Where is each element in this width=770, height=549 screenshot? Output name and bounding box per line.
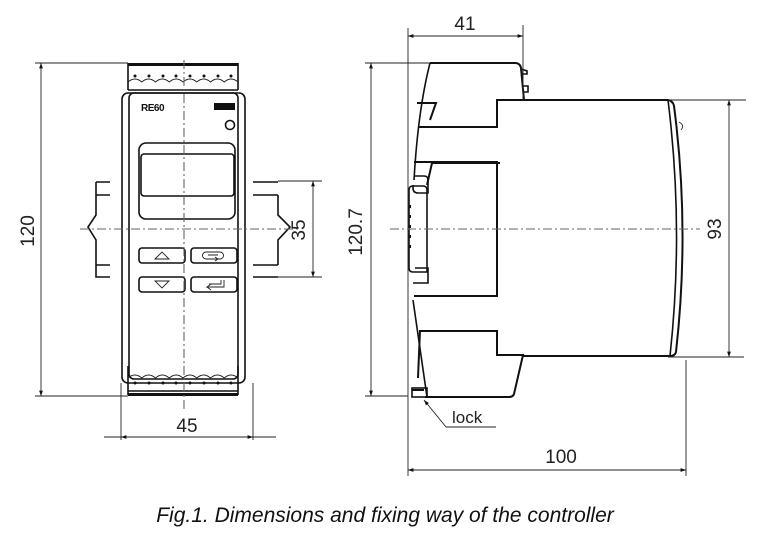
dimension-width-45: 45: [104, 383, 276, 440]
model-label: RE60: [141, 103, 165, 114]
lock-callout: lock: [423, 399, 496, 428]
led-indicator: [224, 119, 236, 131]
triangle-down-icon: [153, 280, 171, 289]
button-exit[interactable]: [190, 247, 238, 264]
dimension-label-120: 120: [18, 215, 39, 247]
side-view: 41 120.7 93 100 lock: [346, 14, 746, 476]
dimension-label-45: 45: [176, 416, 197, 437]
dimension-height-120-7: 120.7: [346, 62, 430, 397]
return-loop-icon: [202, 251, 224, 262]
triangle-up-icon: [153, 251, 171, 260]
dimension-rail-35: 35: [278, 180, 322, 278]
front-view: RE60: [18, 60, 322, 440]
dimension-label-100: 100: [545, 447, 577, 468]
figure-caption: Fig.1. Dimensions and fixing way of the …: [156, 504, 614, 527]
dimension-depth-41: 41: [408, 14, 524, 100]
dimension-label-120-7: 120.7: [346, 208, 367, 256]
dimension-depth-100: 100: [408, 360, 687, 476]
din-rail-right: [253, 181, 292, 278]
enter-arrow-icon: [205, 280, 225, 291]
button-enter[interactable]: [190, 276, 238, 293]
display-window: [140, 153, 235, 197]
dimension-label-93: 93: [705, 218, 726, 239]
side-housing-top: [417, 102, 500, 379]
dimension-height-93: 93: [668, 99, 746, 358]
button-up[interactable]: [138, 247, 186, 264]
dimension-label-41: 41: [454, 14, 475, 35]
lock-label: lock: [452, 408, 483, 427]
button-down[interactable]: [138, 276, 186, 293]
dimension-label-35: 35: [289, 219, 310, 240]
bottom-terminal-block: [127, 366, 239, 396]
din-rail-left: [87, 181, 110, 278]
top-terminal-block: [127, 63, 239, 91]
logo-badge: [214, 103, 235, 110]
lock-tab[interactable]: [411, 387, 428, 398]
display-window-outer: [138, 142, 236, 220]
dimension-height-120: 120: [18, 62, 128, 397]
